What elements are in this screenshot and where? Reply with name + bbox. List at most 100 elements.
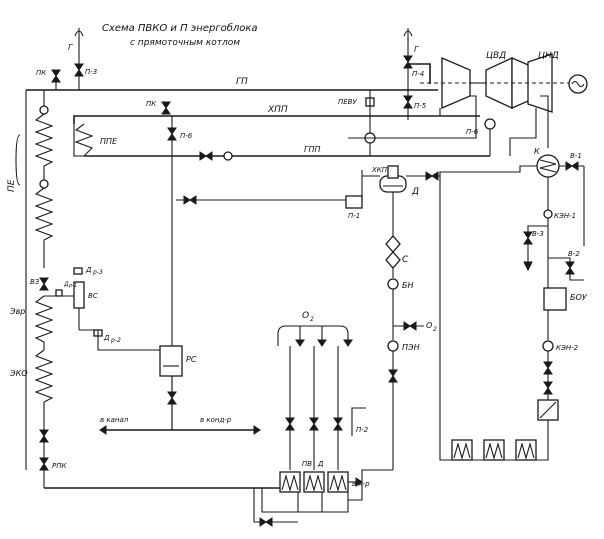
label-pe: ПЕ [7,179,17,192]
label-bn: БН [402,281,414,290]
label-p5: П-5 [414,102,427,110]
label-pk-left: ПК [36,69,47,77]
title-block: Схема ПВКО и П энергоблока с прямоточным… [102,22,258,48]
gauge-icon-p6 [484,118,496,130]
label-p6b: П-6 [466,128,479,136]
label-p2: П-2 [356,426,369,434]
valve-icon-pk-mid [161,101,171,109]
valve-icon-p3 [74,63,84,71]
label-gp: ГП [236,77,248,87]
label-pevu: ПЕВУ [338,98,357,106]
safety-valve-icon-right [403,30,413,37]
valve-icon-p6 [167,127,177,135]
label-v1: В-1 [570,152,582,160]
deaerator-column [387,165,399,179]
label-hpp: ХПП [267,105,288,115]
boiler-column: ПЕ ВЗ Д р-3 ВС Д р-1 Д р-2 Эвр ЭКО РПК [7,90,280,489]
label-s: С [402,255,409,265]
label-o2-top: О [302,311,309,321]
label-dr3b: р-3 [92,269,103,276]
valve-icon-pen [388,369,398,377]
label-v2: В-2 [568,250,580,258]
label-dr3: Д [85,266,92,274]
valve-icon-vz [39,277,49,285]
label-v-kanal: в канал [100,416,129,424]
filter-icon-c2 [385,251,401,269]
rs-tank [159,345,183,377]
valve-icon-cond [425,171,433,181]
label-v-kond: в конд-р [200,416,232,424]
turbine-block: ЦВД ЦНД П-6 [360,51,588,156]
label-k: К [534,147,540,156]
label-pen: ПЭН [402,343,420,352]
valve-icon-ken2 [543,361,553,369]
filter-icon-c1 [385,235,401,253]
pump-icon-ken2 [542,340,554,352]
economizer-coil-eko [34,349,54,403]
label-o2-right-sub: 2 [433,326,437,333]
header-icon-1 [39,105,49,115]
title-line1: Схема ПВКО и П энергоблока [102,22,258,34]
label-pv-d: Д [317,460,324,468]
label-hkp: ХКП [371,166,388,174]
lp-heater-train [439,176,549,461]
throttle-icon [55,289,63,297]
label-p1: П-1 [348,212,360,220]
label-g-right: Г [414,45,419,54]
label-d: Д [411,187,419,197]
label-p4: П-4 [412,70,424,78]
label-pv: ПВ [302,460,312,468]
label-ppe: ППЕ [100,137,118,146]
label-p3: П-3 [85,68,97,76]
label-vs: ВС [88,292,98,300]
superheater-coil-2 [34,187,54,241]
bou-box [543,287,567,311]
dr3-icon [73,267,83,275]
label-vz: ВЗ [30,278,40,286]
valve-icon-rpk [39,457,49,465]
label-o2-top-sub: 2 [310,316,314,323]
economizer-coil-evr [34,295,54,343]
label-v3: В-3 [532,230,544,238]
header-icon-2 [39,179,49,189]
title-line2: с прямоточным котлом [130,38,240,48]
valve-icon-eko [39,429,49,437]
label-ken2: КЭН-2 [556,344,579,352]
hp-heaters-block: О 2 П-2 ПВ Д в к-р [253,311,370,527]
label-rpk: РПК [52,462,67,470]
pump-icon-pen [387,340,399,352]
label-bou: БОУ [570,293,588,302]
deaerator-block: ХКП Д П-1 С БН О 2 ПЭН [345,165,537,476]
label-dr2b: р-2 [110,337,121,344]
label-tsvd: ЦВД [486,51,506,61]
label-tsnd: ЦНД [538,51,559,61]
label-gpp: ГПП [304,145,321,154]
label-p6a: П-6 [180,132,193,140]
reheat-block: ХПП ПК ППЕ ГПП П-6 ПЕВУ [73,90,490,430]
condenser-block: К В-1 КЭН-1 В-3 В-2 БОУ КЭН-2 [523,147,588,452]
gauge-icon-gpp [223,151,233,161]
rs-block: РС в канал в конд-р [99,345,261,435]
label-o2-right: О [426,321,432,330]
label-g-left: Г [68,43,73,52]
label-dr1: Д [63,281,69,288]
label-dr1b: р-1 [68,283,77,289]
p1-box [345,195,363,209]
main-steam-line: ГП Г П-3 ПК Г П-4 П-5 [25,28,438,470]
safety-valve-icon-left [74,30,84,37]
label-evr: Эвр [9,307,25,316]
superheater-coil-1 [34,113,54,167]
pump-icon-ken1 [543,209,553,219]
label-rs: РС [186,355,197,364]
label-pk-mid: ПК [146,100,157,108]
pump-icon-bn [387,278,399,290]
label-eko: ЭКО [9,369,28,378]
valve-icon-p4 [403,55,413,63]
valve-icon-gpp [199,151,207,161]
reheater-coil [74,123,94,157]
label-v-kr: в к-р [352,480,370,488]
label-ken1: КЭН-1 [554,212,576,220]
label-dr2: Д [103,334,110,342]
